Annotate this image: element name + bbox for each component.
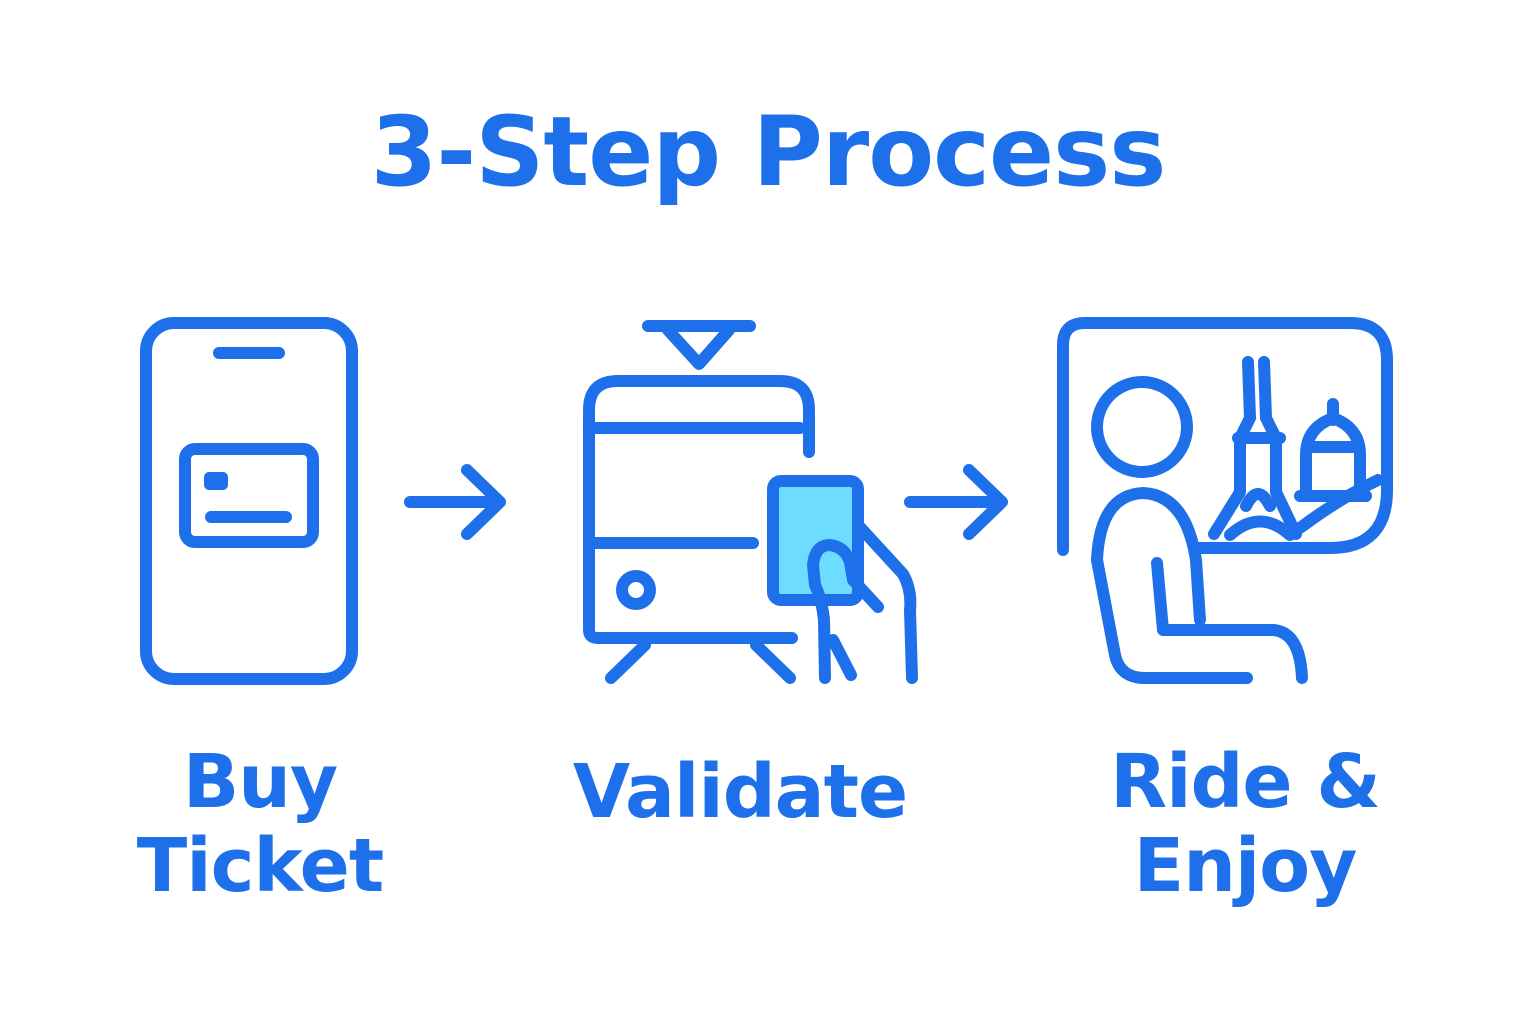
arrow-right-icon [404,464,506,540]
hand-palm [852,519,918,684]
arrow-right-icon [904,464,1008,540]
pantograph-arm [662,324,735,370]
tram-wheel-left [605,639,651,684]
phone-body [140,317,358,685]
passenger-arm [1151,557,1308,684]
tram-body [583,375,815,636]
river-line [1294,474,1384,534]
tram-headlight [616,570,656,610]
tram-wheel-right [750,639,796,684]
hand-thumb [827,634,857,681]
card-outline [179,443,319,548]
step-label-buy-ticket: Buy Ticket [136,739,385,909]
step-label-ride-enjoy: Ride & Enjoy [1110,739,1381,909]
window-view-icon [1057,317,1393,684]
passenger-torso [1091,487,1206,626]
tower-base-arch [1224,515,1296,541]
tram-validate-icon [583,320,918,684]
passenger-head [1091,376,1193,478]
passenger-seat [1091,554,1253,684]
dome-building [1300,412,1366,501]
tower-arch [1240,488,1276,512]
hand-finger [807,539,884,684]
step-label-validate: Validate [572,749,908,835]
page-title: 3-Step Process [370,96,1167,208]
tram-base [583,624,798,644]
window-frame [1057,317,1393,556]
smartphone-card-icon [140,317,358,685]
card-chip [204,472,228,490]
